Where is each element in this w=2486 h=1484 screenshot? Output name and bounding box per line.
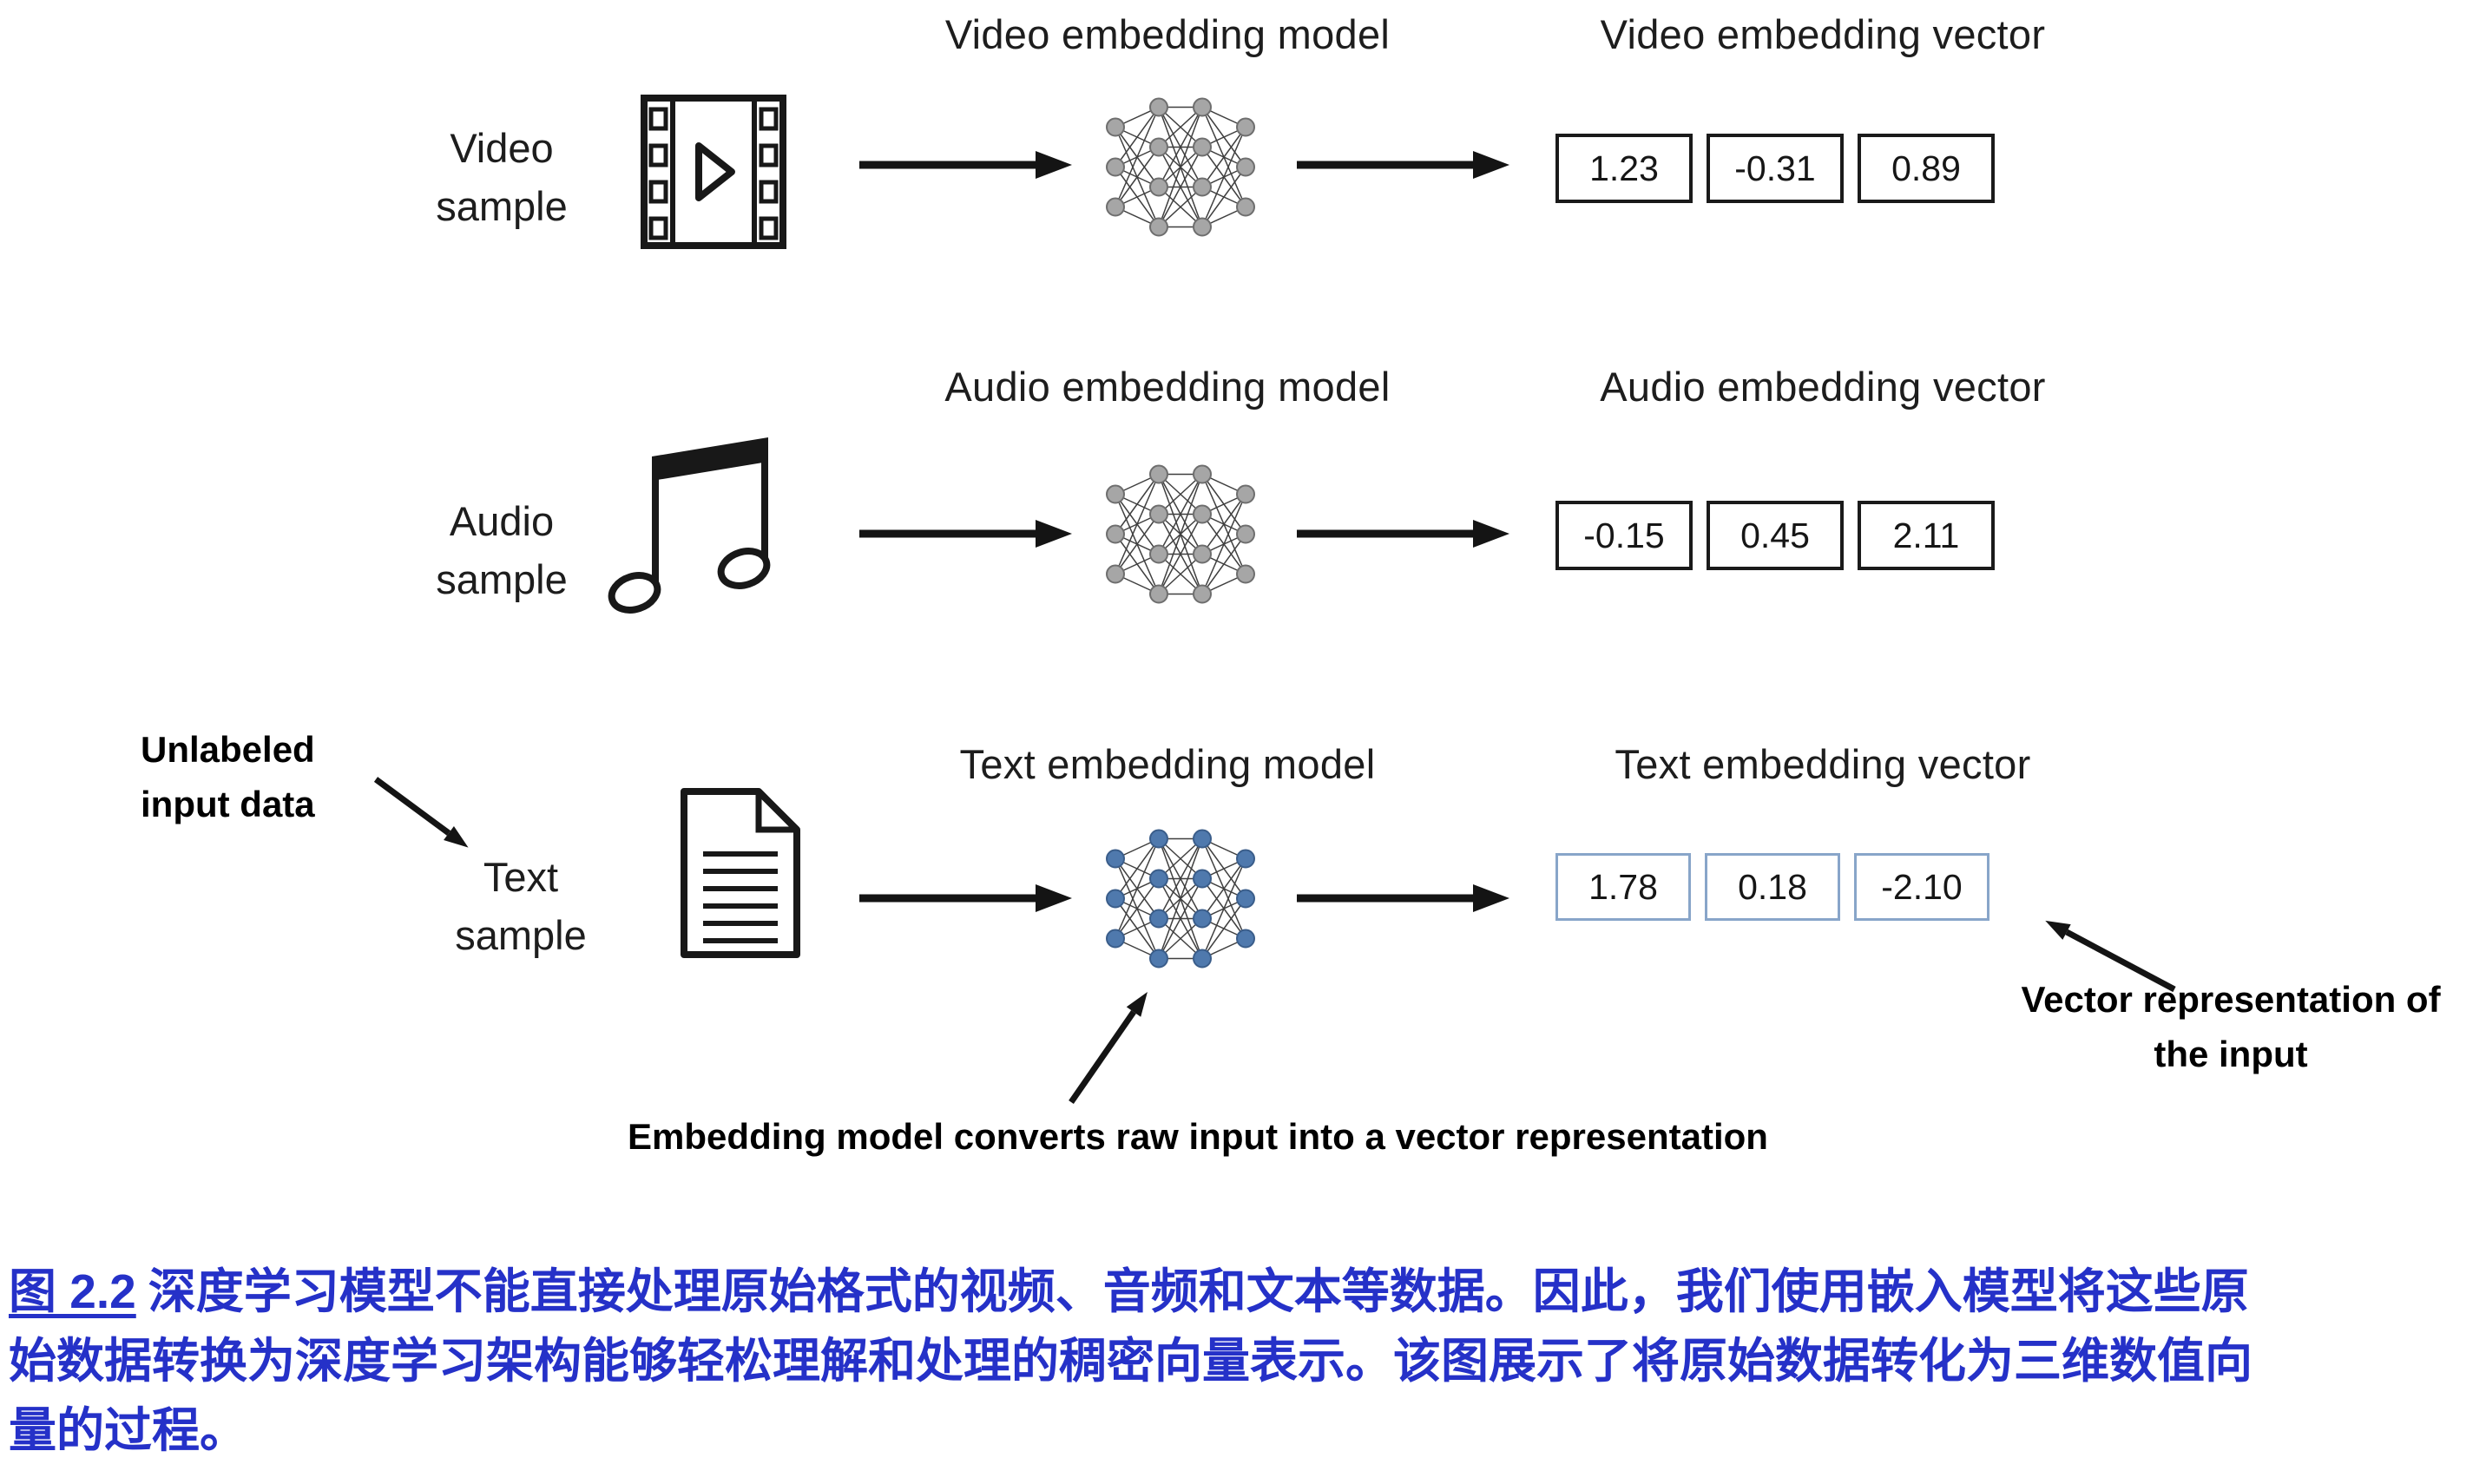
annotation-arrow-icon	[1069, 991, 1148, 1104]
vector-value: 1.23	[1555, 134, 1693, 203]
film-video-icon	[641, 95, 786, 249]
embedding-model-note: Embedding model converts raw input into …	[628, 1116, 1768, 1157]
document-text-icon	[681, 788, 800, 958]
arrow-right-icon	[859, 520, 1072, 548]
audio-sample-label: Audio sample	[436, 498, 568, 602]
vector-value: 1.78	[1555, 853, 1691, 921]
text-sample-label: Text sample	[455, 854, 587, 958]
vector-value: 0.89	[1858, 134, 1995, 203]
caption-line-3: 量的过程。	[9, 1403, 248, 1457]
vector-value: 0.45	[1707, 501, 1844, 570]
caption-line-2: 始数据转换为深度学习架构能够轻松理解和处理的稠密向量表示。该图展示了将原始数据转…	[9, 1334, 2253, 1388]
vector-value: 0.18	[1705, 853, 1840, 921]
text-vector-title: Text embedding vector	[1615, 741, 2031, 787]
music-note-icon	[608, 437, 771, 614]
neural-network-icon	[1106, 97, 1255, 237]
vector-value: -0.31	[1707, 134, 1844, 203]
audio-vector-title: Audio embedding vector	[1600, 364, 2046, 410]
video-sample-label: Video sample	[436, 125, 568, 229]
annotation-arrow-icon	[2045, 920, 2176, 993]
annotation-arrow-icon	[373, 777, 469, 848]
vector-value: 2.11	[1858, 501, 1995, 570]
neural-network-icon	[1106, 464, 1255, 604]
video-vector-title: Video embedding vector	[1600, 11, 2046, 57]
vector-representation-note: Vector representation of the input	[2021, 979, 2441, 1074]
vector-value: -0.15	[1555, 501, 1693, 570]
vector-value: -2.10	[1854, 853, 1989, 921]
arrow-right-icon	[1297, 151, 1509, 179]
arrow-right-icon	[1297, 520, 1509, 548]
video-embedding-vector: 1.23 -0.31 0.89	[1555, 134, 1995, 203]
caption-text: 深度学习模型不能直接处理原始格式的视频、音频和文本等数据。因此，我们使用嵌入模型…	[148, 1264, 2249, 1318]
video-model-title: Video embedding model	[944, 11, 1391, 57]
audio-embedding-vector: -0.15 0.45 2.11	[1555, 501, 1995, 570]
neural-network-icon	[1106, 829, 1255, 969]
unlabeled-input-note: Unlabeled input data	[141, 729, 315, 824]
text-embedding-vector: 1.78 0.18 -2.10	[1555, 853, 1989, 921]
arrow-right-icon	[1297, 884, 1509, 912]
arrow-right-icon	[859, 151, 1072, 179]
audio-model-title: Audio embedding model	[944, 364, 1391, 410]
text-model-title: Text embedding model	[959, 741, 1376, 787]
arrow-right-icon	[859, 884, 1072, 912]
figure-number: 图 2.2	[9, 1264, 136, 1318]
